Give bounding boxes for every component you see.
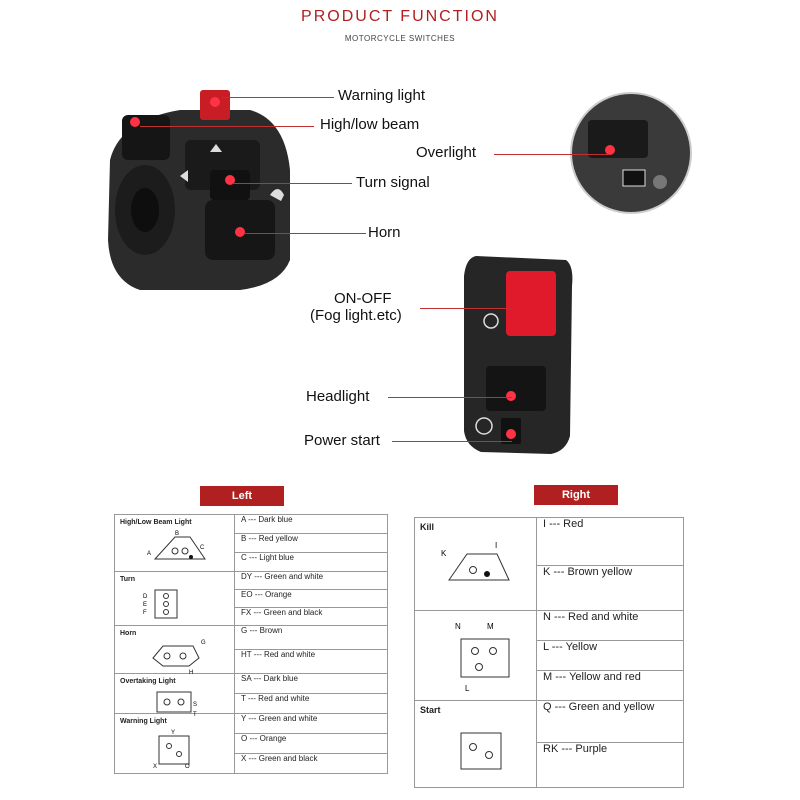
warning-light-label: Warning light [338,87,425,104]
overlight-label: Overlight [416,144,477,161]
wire-entry: Q --- Green and yellow [543,701,655,713]
start-diagram: Start [414,700,537,788]
svg-text:L: L [465,684,470,693]
svg-text:A: A [147,551,151,557]
headlight-label: Headlight [306,388,370,405]
right-switch-image [464,256,573,454]
wire-entry: N --- Red and white [543,611,639,623]
svg-text:E: E [143,602,147,608]
high-low-beam-leader [140,126,314,127]
turn-signal-label: Turn signal [356,174,430,191]
warning-light-leader [222,97,334,98]
overlight-leader [494,154,610,155]
lights-connector-icon: N M L [455,622,510,693]
on-off-sublabel: (Fog light.etc) [310,307,402,324]
turn-connector-icon: D E F [143,589,178,619]
kill-diagram: Kill K I [414,517,537,611]
wire-entry: RK --- Purple [543,743,608,755]
svg-text:Y: Y [171,730,175,736]
kill-connector-icon: K I [441,541,510,581]
svg-text:X: X [153,764,157,770]
svg-text:O: O [185,764,190,770]
left-tab: Left [200,486,284,506]
overlight-image [570,92,692,214]
wire-entry: X --- Green and black [241,754,318,763]
svg-text:M: M [487,622,494,631]
svg-text:S: S [193,702,197,708]
right-wiring-table: Kill K I I --- Red K --- Brown yellow N … [414,517,684,788]
right-tab: Right [534,485,618,505]
wire-entry: DY --- Green and white [241,572,324,581]
wire-entry: SA --- Dark blue [241,674,298,683]
wire-entry: B --- Red yellow [241,534,298,543]
start-connector-icon [460,732,502,770]
wire-entry: I --- Red [543,518,584,530]
wire-entry: K --- Brown yellow [543,566,633,578]
svg-text:G: G [201,640,206,646]
warning-light-diagram: Warning Light Y X O [114,713,235,774]
svg-text:I: I [495,541,497,550]
wire-entry: M --- Yellow and red [543,671,641,683]
power-start-label: Power start [304,432,380,449]
horn-label: Horn [368,224,401,241]
high-low-beam-diagram: High/Low Beam Light A B C [114,514,235,572]
warning-connector-icon: Y X O [153,730,190,770]
horn-leader [244,233,366,234]
on-off-leader [420,308,512,309]
wire-entry: G --- Brown [241,626,283,635]
page-subtitle: MOTORCYCLE SWITCHES [344,34,456,43]
lights-diagram: N M L [414,610,537,701]
svg-text:N: N [455,622,461,631]
wire-entry: L --- Yellow [543,641,598,653]
horn-diagram: Horn G H [114,625,235,676]
wire-entry: O --- Orange [241,734,287,743]
left-wiring-table: High/Low Beam Light A B C A --- Dark blu… [114,514,388,774]
overtaking-light-diagram: Overtaking Light S T [114,673,235,718]
left-switch-image [108,90,290,290]
high-low-beam-label: High/low beam [320,116,420,133]
wire-entry: C --- Light blue [241,553,294,562]
wire-entry: FX --- Green and black [241,608,323,617]
svg-text:K: K [441,549,447,558]
turn-signal-leader [232,183,352,184]
wire-entry: EO --- Orange [241,590,292,599]
svg-text:B: B [175,531,179,537]
wire-entry: Y --- Green and white [241,714,318,723]
on-off-label: ON-OFF [334,290,392,307]
wire-entry: T --- Red and white [241,694,310,703]
horn-connector-icon: G H [152,640,206,676]
headlight-leader [388,397,512,398]
power-start-leader [392,441,512,442]
beam-connector-icon: A B C [147,531,206,560]
page-title: PRODUCT FUNCTION [301,8,499,25]
svg-text:F: F [143,610,147,616]
turn-diagram: Turn D E F [114,571,235,626]
svg-text:D: D [143,594,148,600]
wire-entry: HT --- Red and white [241,650,316,659]
wire-entry: A --- Dark blue [241,515,293,524]
svg-text:C: C [200,545,205,551]
